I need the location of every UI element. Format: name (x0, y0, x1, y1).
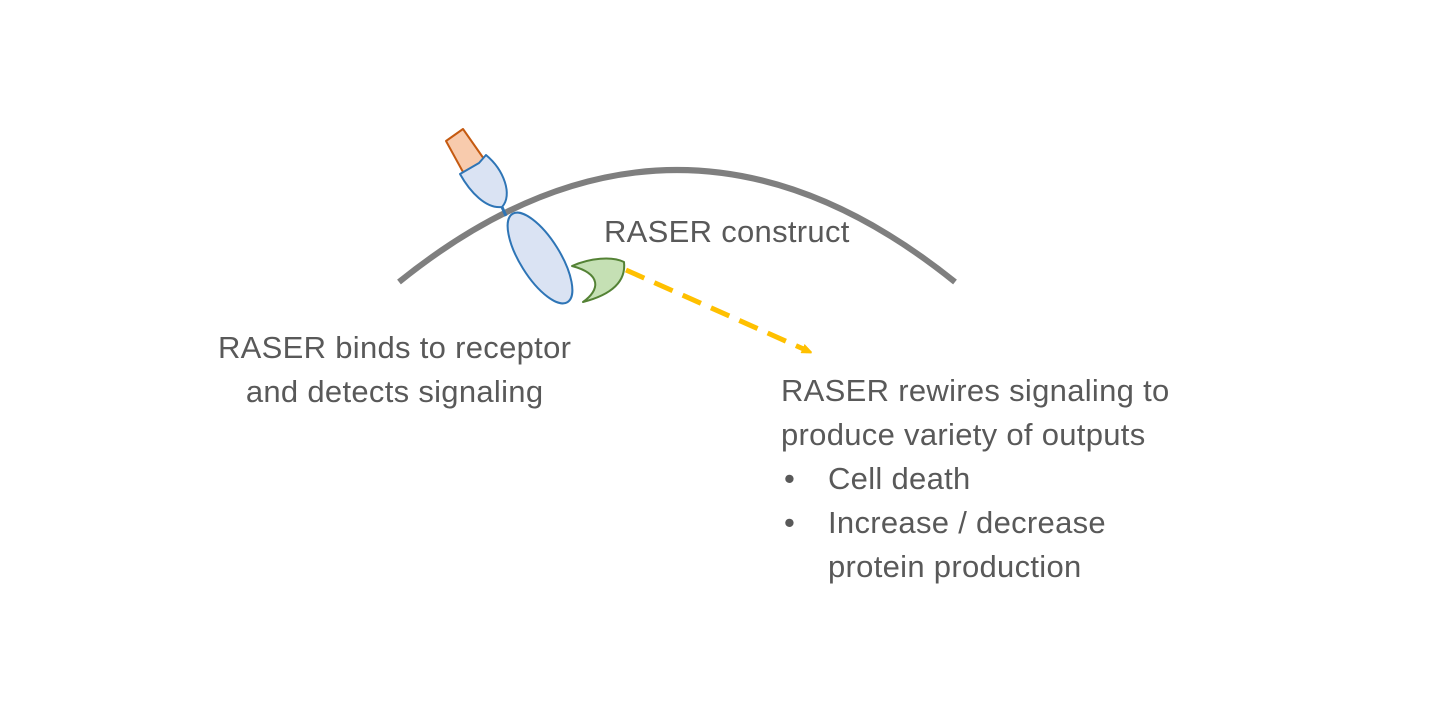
output-item-cell-death: • Cell death (781, 457, 1170, 501)
raser-construct-label: RASER construct (604, 214, 850, 249)
output-item-line: Cell death (828, 461, 971, 496)
bullet-icon: • (784, 461, 796, 496)
binds-label-line-2: and detects signaling (245, 374, 544, 409)
receptor-intracellular-domain (506, 211, 574, 305)
cell-membrane-arc (397, 167, 957, 285)
bullet-icon: • (784, 505, 796, 540)
outputs-list: • Cell death • Increase / decrease prote… (781, 457, 1170, 589)
output-item-protein-production: • Increase / decrease protein production (781, 501, 1170, 589)
signaling-arrow (624, 267, 808, 351)
receptor-extracellular-domain (459, 154, 508, 209)
output-item-line: Increase / decrease (828, 505, 1106, 540)
rewires-label-line-1: RASER rewires signaling to (781, 373, 1170, 408)
binds-receptor-label: RASER binds to receptor and detects sign… (218, 326, 571, 414)
rewires-signaling-block: RASER rewires signaling to produce varie… (781, 369, 1170, 589)
rewires-label-line-2: produce variety of outputs (781, 417, 1146, 452)
binds-label-line-1: RASER binds to receptor (218, 330, 572, 365)
receptor-neck (500, 206, 508, 217)
output-item-line: protein production (828, 549, 1082, 584)
raser-construct-shape (571, 257, 626, 303)
